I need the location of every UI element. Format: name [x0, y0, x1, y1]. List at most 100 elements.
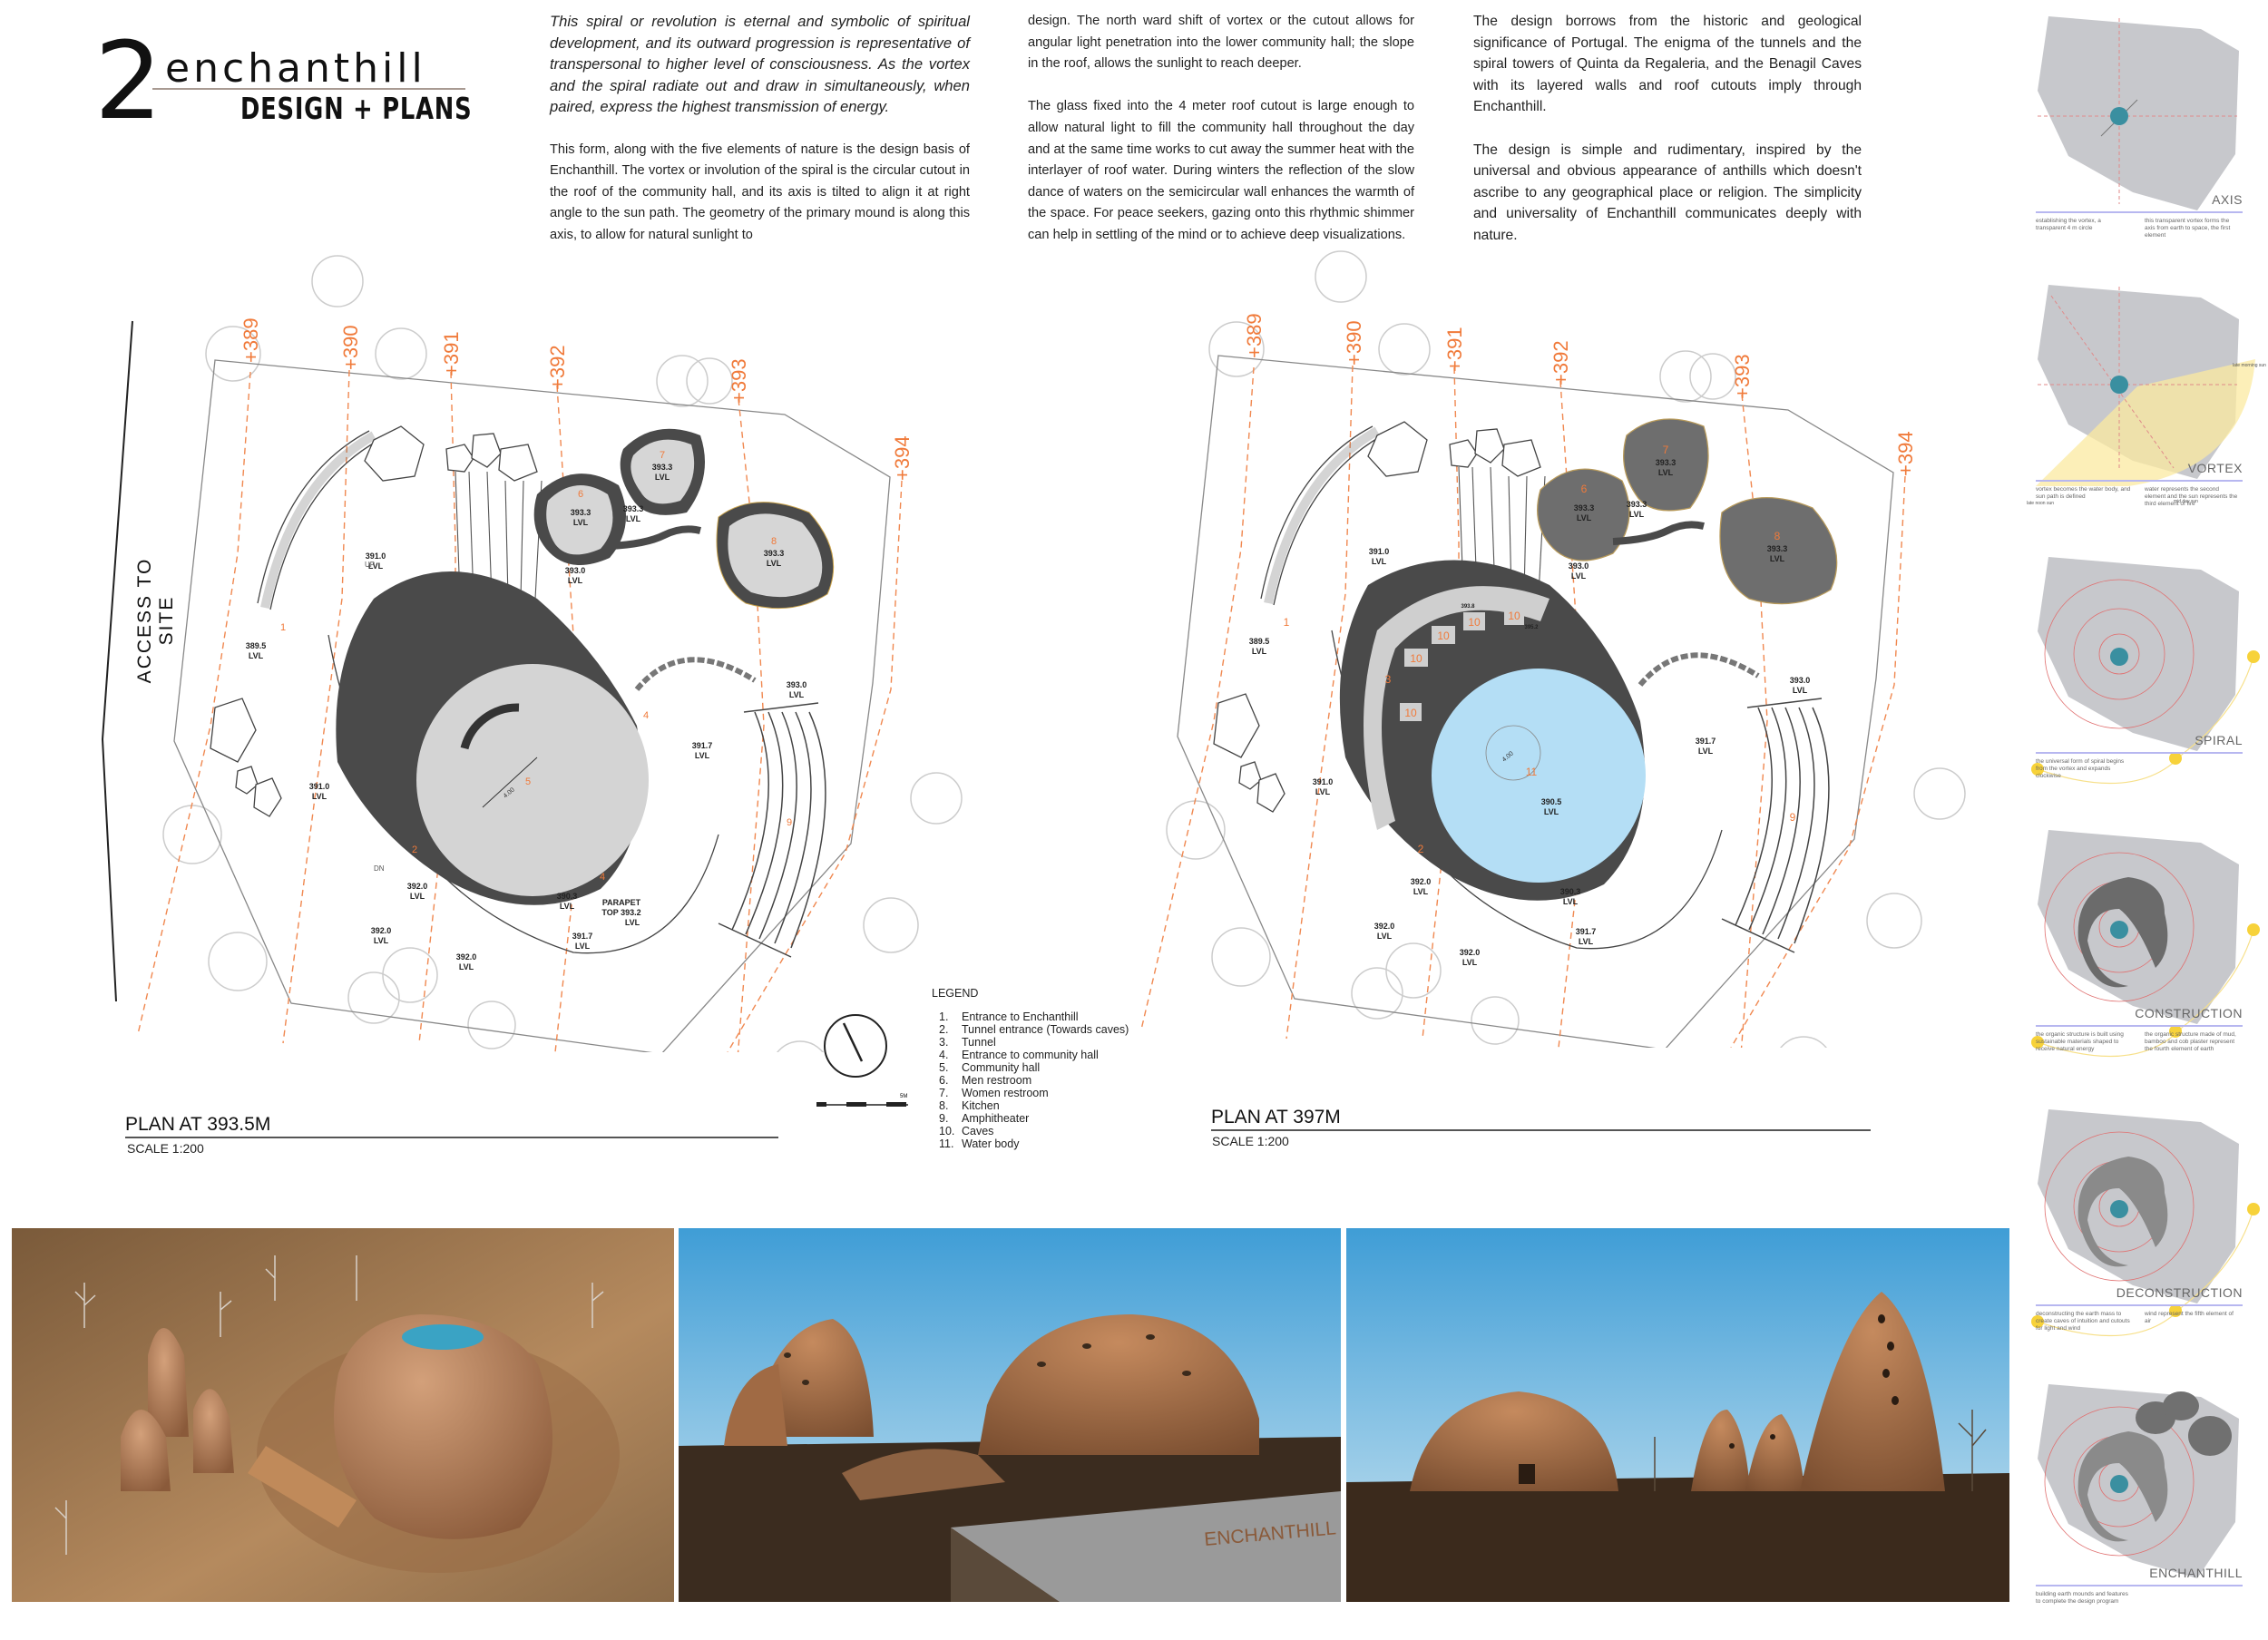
site-shape	[2038, 557, 2239, 751]
panel-caption: the organic structure is built using sus…	[2036, 1031, 2124, 1052]
title-divider	[152, 88, 465, 90]
level-unit: LVL	[1579, 937, 1594, 946]
level-unit: LVL	[1577, 513, 1592, 522]
legend-label: Entrance to Enchanthill	[962, 1010, 1079, 1023]
legend-number: 7.	[939, 1087, 949, 1099]
level-unit: LVL	[626, 514, 641, 523]
room-number: 4	[600, 872, 605, 883]
panel-title: DECONSTRUCTION	[2116, 1285, 2243, 1300]
level-label: 393.0	[787, 680, 807, 689]
site-access-edge	[101, 320, 133, 1002]
level-unit: LVL	[575, 942, 591, 951]
sun-label: mid day sun	[2174, 499, 2198, 504]
legend-item: 5.Community hall	[932, 1061, 1129, 1074]
panel-caption: building earth mounds and features to co…	[2036, 1591, 2128, 1605]
level-unit: LVL	[1315, 787, 1331, 796]
legend-item: 7.Women restroom	[932, 1087, 1129, 1099]
legend-item: 2.Tunnel entrance (Towards caves)	[932, 1023, 1129, 1036]
level-unit: LVL	[249, 651, 264, 660]
level-unit: LVL	[1658, 468, 1674, 477]
intro-paragraph: This spiral or revolution is eternal and…	[550, 13, 970, 116]
body-paragraph: The design borrows from the historic and…	[1473, 14, 1862, 115]
contour-label: +393	[1731, 354, 1754, 399]
legend-label: Kitchen	[962, 1099, 1000, 1112]
level-label: 392.0	[371, 926, 392, 935]
room-number: 5	[525, 776, 531, 787]
panel-divider	[2036, 211, 2243, 213]
room-number: 8	[1774, 530, 1781, 542]
level-unit: LVL	[1571, 571, 1587, 581]
level-unit: LVL	[767, 559, 782, 568]
panel-title: SPIRAL	[2195, 733, 2243, 747]
sun-icon	[2031, 1036, 2044, 1049]
contour-label: +393	[728, 358, 750, 404]
site-shape	[2038, 16, 2239, 210]
panel-divider	[2036, 1025, 2243, 1027]
sun-icon	[2169, 1025, 2182, 1038]
room-number: 10	[1508, 610, 1520, 622]
legend-number: 1.	[939, 1010, 949, 1023]
level-label: 392.0	[1411, 877, 1432, 886]
room-number: 3	[1385, 673, 1392, 686]
sheet-subtitle: DESIGN + PLANS	[240, 91, 473, 126]
level-label: 391.7	[572, 932, 593, 941]
level-label: 393.3	[623, 504, 644, 513]
panel-diagram	[2031, 557, 2260, 785]
level-unit: LVL	[1377, 932, 1393, 941]
level-unit: LVL	[1770, 554, 1785, 563]
room-number: 9	[787, 817, 792, 828]
level-label: 390.3	[557, 892, 578, 901]
contour-labels: +389 +390 +391 +392 +393 +394	[1243, 313, 1917, 476]
concept-panel-deconstruction: DECONSTRUCTION deconstructing the earth …	[2028, 1093, 2268, 1365]
level-unit: LVL	[1252, 647, 1267, 656]
level-label: 391.0	[309, 782, 330, 791]
level-label: 389.5	[1249, 637, 1270, 646]
level-label: 395.2	[1524, 625, 1539, 630]
panel-caption: the universal form of spiral begins from…	[2036, 758, 2125, 779]
water-body	[1432, 669, 1646, 883]
plan2-title-line	[1211, 1129, 1871, 1131]
level-label: 391.7	[1696, 737, 1716, 746]
tunnel	[1364, 586, 1549, 830]
level-unit: LVL	[695, 751, 710, 760]
level-label: 393.3	[571, 508, 591, 517]
contour-label: +392	[546, 345, 569, 390]
level-label: 390.5	[1541, 797, 1562, 806]
legend-item: 11. Water body	[932, 1137, 1129, 1150]
legend-label: Tunnel	[962, 1036, 996, 1049]
level-label: 391.7	[692, 741, 713, 750]
vortex-icon	[2110, 107, 2128, 125]
panel-divider	[2036, 480, 2243, 482]
legend-number: 11.	[939, 1137, 954, 1150]
level-unit: LVL	[1462, 958, 1478, 967]
vortex-icon	[2110, 1475, 2128, 1493]
legend-number: 5.	[939, 1061, 949, 1074]
restroom-men-roof	[1537, 468, 1630, 561]
sun-icon	[2169, 1304, 2182, 1317]
level-label: 393.0	[1790, 676, 1811, 685]
level-label: 389.5	[246, 641, 267, 650]
level-label: 393.3	[1656, 458, 1677, 467]
concept-panel-spiral: SPIRAL the universal form of spiral begi…	[2028, 541, 2268, 813]
community-hall-mound	[336, 571, 649, 905]
legend-label: Water body	[962, 1137, 1020, 1150]
contour-label: +390	[339, 325, 362, 370]
room-number: 9	[1790, 811, 1796, 824]
legend-label: Men restroom	[962, 1074, 1032, 1087]
room-number: 8	[771, 536, 777, 547]
sun-icon	[2031, 763, 2044, 776]
sun-icon	[2247, 1203, 2260, 1215]
render-aerial	[12, 1228, 674, 1602]
contour-label: +392	[1549, 340, 1572, 386]
legend-item: 10.Caves	[932, 1125, 1129, 1137]
description-column-1: This spiral or revolution is eternal and…	[550, 11, 970, 268]
sheet-number: 2	[94, 18, 163, 143]
sun-label: late noon sun	[2027, 501, 2054, 506]
sun-label: late morning sun	[2233, 363, 2266, 368]
restroom-women-roof	[1623, 418, 1709, 512]
room-number: 4	[643, 710, 649, 721]
level-unit: LVL	[1544, 807, 1559, 816]
panel-diagram	[2031, 830, 2260, 1058]
level-unit: LVL	[1563, 897, 1579, 906]
